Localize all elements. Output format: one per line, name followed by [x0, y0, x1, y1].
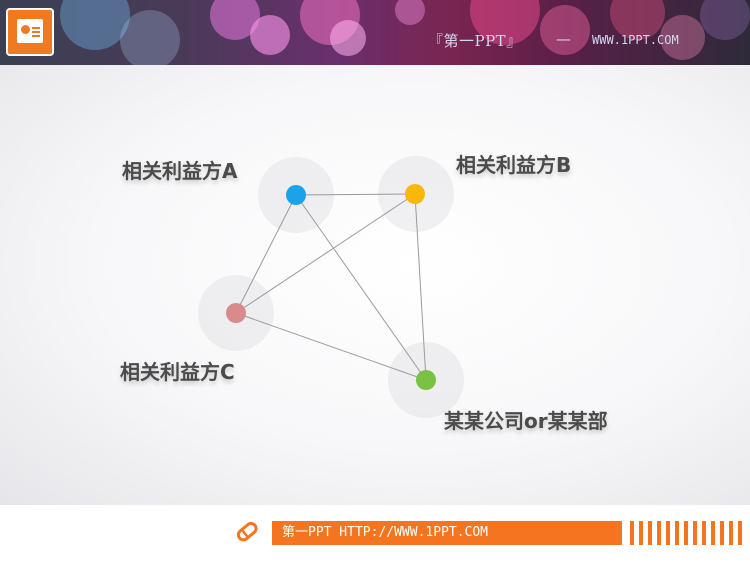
node-d	[416, 370, 436, 390]
footer-stripe	[702, 521, 706, 545]
label-stakeholder-c: 相关利益方C	[120, 360, 235, 384]
footer-stripe	[711, 521, 715, 545]
bokeh-light	[540, 5, 590, 55]
diagram-stage	[0, 65, 750, 505]
label-company: 某某公司or某某部	[444, 409, 608, 433]
header-banner: 『第一PPT』 — WWW.1PPT.COM	[0, 0, 750, 65]
footer-stripe	[684, 521, 688, 545]
bokeh-light	[700, 0, 750, 40]
label-stakeholder-a: 相关利益方A	[122, 159, 238, 183]
bokeh-light	[120, 10, 180, 65]
bokeh-light	[660, 15, 705, 60]
powerpoint-logo-icon	[6, 8, 54, 56]
header-url: WWW.1PPT.COM	[592, 33, 679, 47]
label-stakeholder-b: 相关利益方B	[456, 153, 572, 177]
footer-bar: 第一PPT HTTP://WWW.1PPT.COM	[272, 521, 622, 545]
footer-stripe	[657, 521, 661, 545]
footer-stripe	[630, 521, 634, 545]
footer-stripe	[648, 521, 652, 545]
edge-b-d	[414, 193, 427, 381]
bokeh-light	[395, 0, 425, 25]
node-a	[286, 185, 306, 205]
header-separator: —	[556, 30, 571, 48]
edge-a-b	[295, 193, 416, 196]
bokeh-light	[250, 15, 290, 55]
footer-stripe	[693, 521, 697, 545]
edge-a-c	[235, 194, 297, 314]
edge-b-c	[235, 193, 416, 314]
edge-c-d	[235, 312, 427, 381]
footer-stripe	[666, 521, 670, 545]
footer-stripe	[738, 521, 742, 545]
node-b	[405, 184, 425, 204]
header-brand: 『第一PPT』	[428, 32, 522, 50]
edge-a-d	[295, 194, 427, 381]
footer-stripe	[639, 521, 643, 545]
slide-document-icon	[17, 19, 43, 43]
pen-icon	[236, 521, 258, 542]
node-c	[226, 303, 246, 323]
footer-stripe	[675, 521, 679, 545]
footer-stripe	[729, 521, 733, 545]
footer-stripe	[720, 521, 724, 545]
bokeh-light	[330, 20, 366, 56]
